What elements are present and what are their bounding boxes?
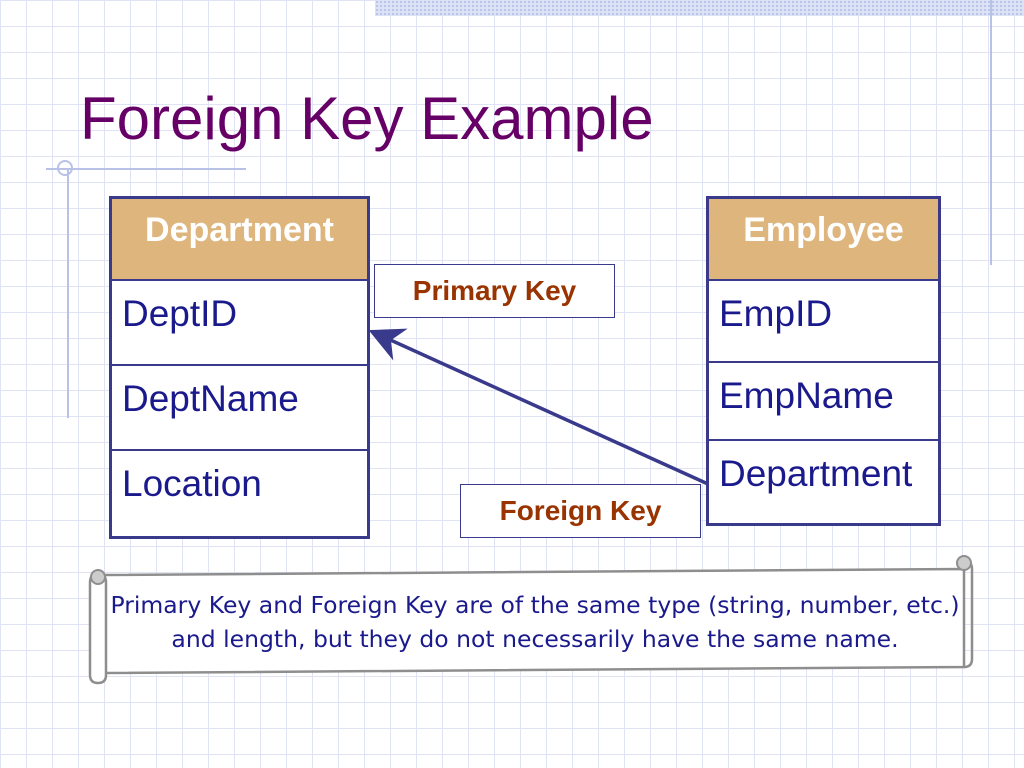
arrow-line <box>368 328 709 486</box>
slide-title: Foreign Key Example <box>80 85 654 152</box>
employee-field-department: Department <box>719 453 913 494</box>
department-field-deptname: DeptName <box>112 366 367 451</box>
department-field-deptid: DeptID <box>112 281 367 366</box>
department-field-location: Location <box>122 463 262 504</box>
note-text: Primary Key and Foreign Key are of the s… <box>110 591 960 653</box>
decorative-circle <box>57 160 73 176</box>
decorative-horizontal-line <box>46 168 246 170</box>
scroll-banner-icon <box>88 555 974 685</box>
decorative-vertical-line-right <box>990 0 992 265</box>
department-table: Department DeptID DeptName Location <box>109 196 370 539</box>
primary-key-label: Primary Key <box>374 264 615 318</box>
top-decorative-band <box>375 0 1024 16</box>
employee-field-empid: EmpID <box>709 281 938 363</box>
department-table-header: Department <box>112 199 367 281</box>
employee-field-empname: EmpName <box>709 363 938 441</box>
foreign-key-label: Foreign Key <box>460 484 701 538</box>
employee-table-header: Employee <box>709 199 938 281</box>
employee-table: Employee EmpID EmpName Department <box>706 196 941 526</box>
decorative-vertical-line-left <box>67 168 69 418</box>
